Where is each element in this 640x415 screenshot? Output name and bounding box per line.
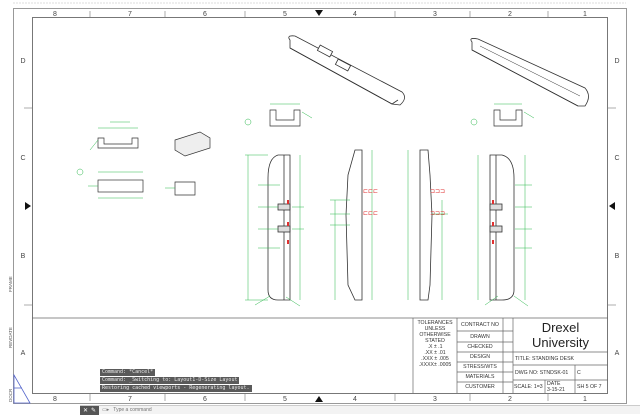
tolerances-note: TOLERANCES UNLESS OTHERWISE STATED .X ± … [413, 320, 457, 368]
drawing-size: C [577, 370, 581, 376]
frame-side-label: FRAME [8, 276, 13, 292]
col-label: 5 [283, 396, 287, 403]
svg-text:⊐⊐⊐: ⊐⊐⊐ [430, 211, 445, 217]
field-checked: CHECKED [467, 344, 493, 350]
ucs-icon [13, 373, 31, 404]
sheet-number: SH 5 OF 7 [577, 384, 602, 390]
row-label: D [20, 58, 25, 65]
command-history-line: Command: _Switching to: Layout1-D-Size L… [100, 377, 240, 384]
org-line-2: University [531, 335, 590, 350]
row-label: A [615, 350, 620, 357]
col-label: 1 [583, 396, 587, 403]
field-drawn: DRAWN [470, 334, 490, 340]
drawing-title: TITLE: STANDING DESK [515, 356, 574, 362]
col-label: 8 [53, 11, 57, 18]
row-label: B [21, 253, 26, 260]
svg-text:⊏⊏⊏: ⊏⊏⊏ [363, 211, 378, 217]
tolerance-line: .XXX ± .005 [421, 356, 449, 362]
tolerance-line: UNLESS [424, 326, 446, 332]
iso-view-2 [470, 38, 589, 107]
command-input[interactable] [113, 407, 414, 413]
command-line: ✕ ✎ ▭▸ [80, 405, 640, 415]
col-label: 4 [353, 11, 357, 18]
command-history-line: Command: *Cancel* [100, 369, 156, 376]
field-materials: MATERIALS [465, 374, 495, 380]
svg-text:⊏⊏⊏: ⊏⊏⊏ [363, 189, 378, 195]
col-label: 2 [508, 11, 512, 18]
close-icon[interactable]: ✕ [83, 407, 89, 414]
outer-border [13, 8, 627, 404]
iso-view-1 [288, 35, 405, 106]
svg-text:⊐⊐⊐: ⊐⊐⊐ [430, 189, 445, 195]
section-marks: ⊏⊏⊏ ⊏⊏⊏ ⊐⊐⊐ ⊐⊐⊐ [287, 189, 494, 244]
row-label: D [614, 58, 619, 65]
elevation-dimensions [245, 150, 532, 307]
command-prompt-icon: ▭▸ [102, 407, 110, 413]
tolerance-line: OTHERWISE [419, 332, 451, 338]
drawing-sheet: ⊏⊏⊏⊏⊏⊏ ⊐⊐⊐⊐⊐⊐ 8 7 6 5 4 3 2 1 8 7 6 5 4 … [13, 2, 627, 404]
col-label: 6 [203, 11, 207, 18]
center-arrows [25, 10, 615, 402]
tolerance-line: .XX ± .01 [424, 350, 446, 356]
col-label: 7 [128, 11, 132, 18]
field-customer: CUSTOMER [465, 384, 495, 390]
elevation-views [267, 149, 515, 301]
organization-name: Drexel University [513, 320, 608, 350]
col-label: 2 [508, 396, 512, 403]
date-value: 3-15-21 [547, 387, 565, 393]
col-label: 5 [283, 11, 287, 18]
tolerance-line: .X ± .1 [427, 344, 443, 350]
drawing-scale: SCALE: 1=3 [514, 384, 543, 390]
inner-border [32, 17, 608, 394]
detail-dimensions [76, 103, 535, 199]
field-contract-no: CONTRACT NO [461, 322, 499, 328]
row-label: A [21, 350, 26, 357]
drawing-number: DWG NO: STNDSK-01 [515, 370, 569, 376]
col-label: 3 [433, 11, 437, 18]
col-label: 6 [203, 396, 207, 403]
col-label: 7 [128, 396, 132, 403]
col-label: 8 [53, 396, 57, 403]
command-line-buttons: ✕ ✎ [80, 405, 100, 415]
field-design: DESIGN [470, 354, 490, 360]
frame-side-label: DOCR [8, 388, 13, 402]
title-block-lines [32, 317, 608, 393]
tolerance-line: STATED [425, 338, 445, 344]
command-history-line: Restoring cached viewports - Regeneratin… [100, 385, 252, 392]
tolerance-line: .XXXX± .0005 [418, 362, 452, 368]
col-label: 3 [433, 396, 437, 403]
col-label: 1 [583, 11, 587, 18]
detail-views [97, 109, 523, 196]
date-label: DATE [547, 381, 561, 387]
field-stress: STRESS/WTS [463, 364, 497, 370]
frame-side-label: REVDATE [8, 327, 13, 348]
col-label: 4 [353, 396, 357, 403]
tolerance-line: TOLERANCES [417, 320, 453, 326]
row-label: C [20, 155, 25, 162]
org-line-1: Drexel [541, 320, 580, 335]
row-label: C [614, 155, 619, 162]
row-label: B [615, 253, 620, 260]
wrench-icon[interactable]: ✎ [91, 407, 97, 414]
